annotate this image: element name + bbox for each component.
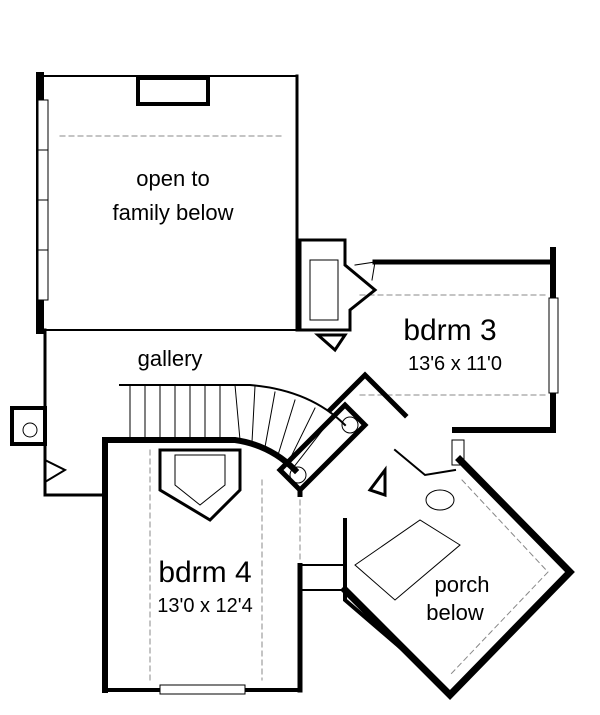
bdrm4-label: bdrm 4 xyxy=(158,556,251,589)
porch-label-line1: porch xyxy=(434,572,489,597)
bdrm3-label: bdrm 3 xyxy=(403,314,496,347)
bdrm4-size: 13'0 x 12'4 xyxy=(157,595,253,617)
porch-label-line2: below xyxy=(426,600,484,625)
open-area-label-line2: family below xyxy=(112,200,233,225)
walls xyxy=(10,72,575,700)
bdrm3-size: 13'6 x 11'0 xyxy=(408,353,502,375)
gallery-label: gallery xyxy=(138,346,203,371)
open-area-label-line1: open to xyxy=(136,166,209,191)
